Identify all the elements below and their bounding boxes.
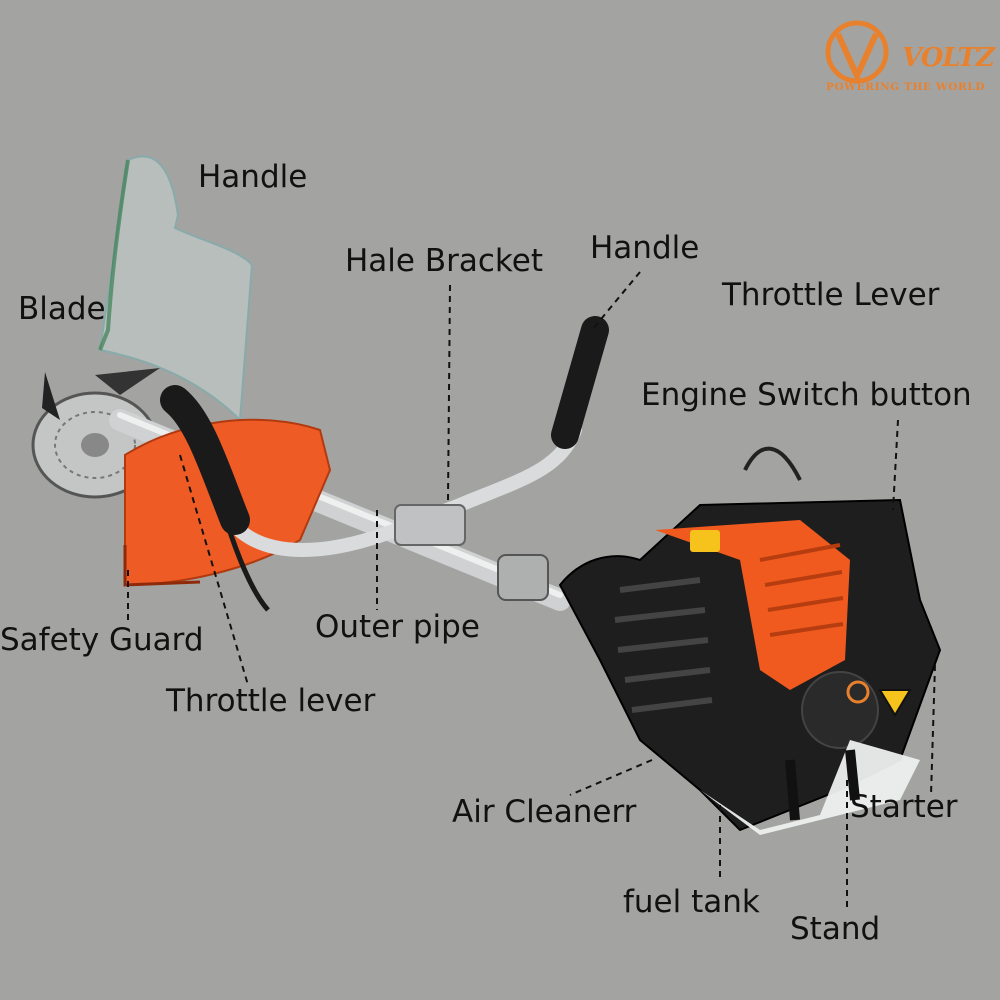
label-engine-switch: Engine Switch button xyxy=(641,377,972,413)
brand-name: VOLTZ xyxy=(902,43,995,73)
hale-bracket xyxy=(394,504,466,546)
right-grip xyxy=(551,316,609,449)
label-air-cleaner: Air Cleanerr xyxy=(452,794,637,830)
face-shield xyxy=(98,155,254,423)
logo-icon xyxy=(825,20,889,84)
leader-lines xyxy=(127,271,936,910)
label-throttle-lever-top: Throttle Lever xyxy=(722,277,940,313)
label-handle-right: Handle xyxy=(590,230,700,266)
brand-tagline: POWERING THE WORLD xyxy=(826,81,986,93)
label-throttle-lever-bottom: Throttle lever xyxy=(166,683,376,719)
engine xyxy=(558,446,942,835)
label-blade: Blade xyxy=(18,291,106,327)
label-stand: Stand xyxy=(790,911,881,947)
throttle-grip xyxy=(160,385,250,535)
label-fuel-tank: fuel tank xyxy=(623,884,760,920)
label-safety-guard: Safety Guard xyxy=(0,622,204,658)
label-hale-bracket: Hale Bracket xyxy=(345,243,543,279)
label-outer-pipe: Outer pipe xyxy=(315,609,480,645)
label-starter: Starter xyxy=(850,789,958,825)
label-handle-top: Handle xyxy=(198,159,308,195)
